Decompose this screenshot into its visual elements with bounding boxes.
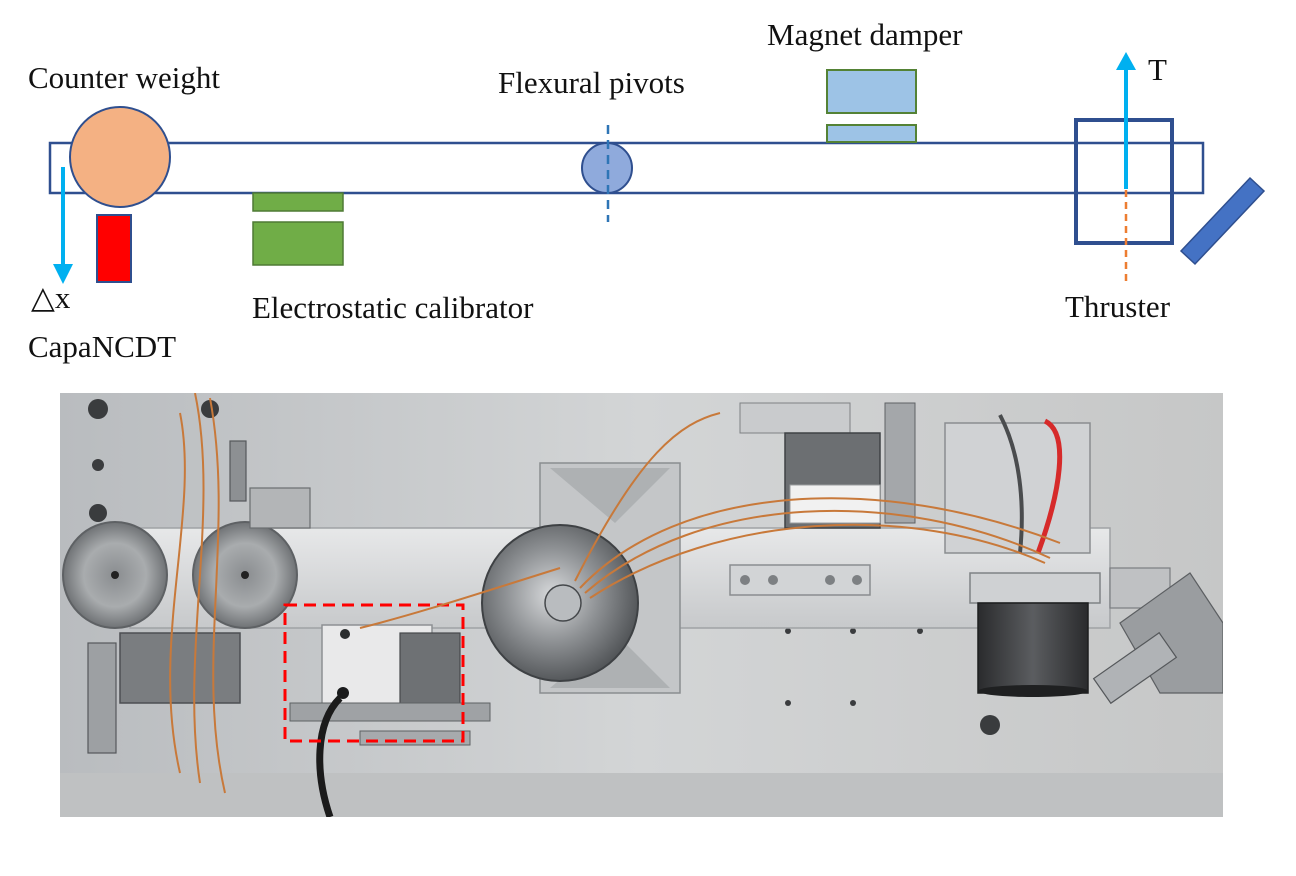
label-counter-weight: Counter weight bbox=[28, 60, 220, 95]
left-micrometer-stage bbox=[87, 440, 311, 754]
label-thruster: Thruster bbox=[1065, 289, 1171, 324]
counter-weight bbox=[69, 106, 171, 208]
mounting-holes bbox=[88, 399, 1000, 735]
label-thrust: T bbox=[1148, 52, 1167, 87]
highlight-dashed-box bbox=[283, 603, 465, 743]
damper-magnet bbox=[826, 69, 917, 114]
beam-clamp bbox=[729, 564, 871, 596]
pivot-center bbox=[544, 584, 582, 622]
copper-wires bbox=[169, 393, 1061, 794]
label-electrostatic-calibrator: Electrostatic calibrator bbox=[252, 290, 534, 325]
mirror-plate bbox=[1179, 176, 1266, 266]
calibrator-assembly bbox=[289, 624, 491, 817]
damper-plate bbox=[826, 124, 917, 143]
thrust-arrow-head bbox=[1116, 52, 1136, 70]
thruster-unit bbox=[944, 414, 1101, 697]
delta-x-arrow-head bbox=[53, 264, 73, 284]
label-flexural-pivots: Flexural pivots bbox=[498, 65, 685, 100]
schematic-diagram: Counter weight Flexural pivots Magnet da… bbox=[28, 17, 1266, 364]
label-delta-x: △x bbox=[31, 280, 71, 315]
balance-beam bbox=[48, 141, 1205, 195]
base-plate-shadow bbox=[60, 773, 1223, 817]
label-magnet-damper: Magnet damper bbox=[767, 17, 963, 52]
calibrator-plate-bottom bbox=[252, 221, 344, 266]
mirror-assembly bbox=[1092, 567, 1223, 705]
counter-weight-disks bbox=[62, 521, 298, 629]
thrust-stand-photo bbox=[60, 393, 1223, 817]
label-capancdt: CapaNCDT bbox=[28, 329, 176, 364]
calibrator-plate-top bbox=[252, 192, 344, 212]
capancdt-sensor bbox=[96, 214, 132, 283]
